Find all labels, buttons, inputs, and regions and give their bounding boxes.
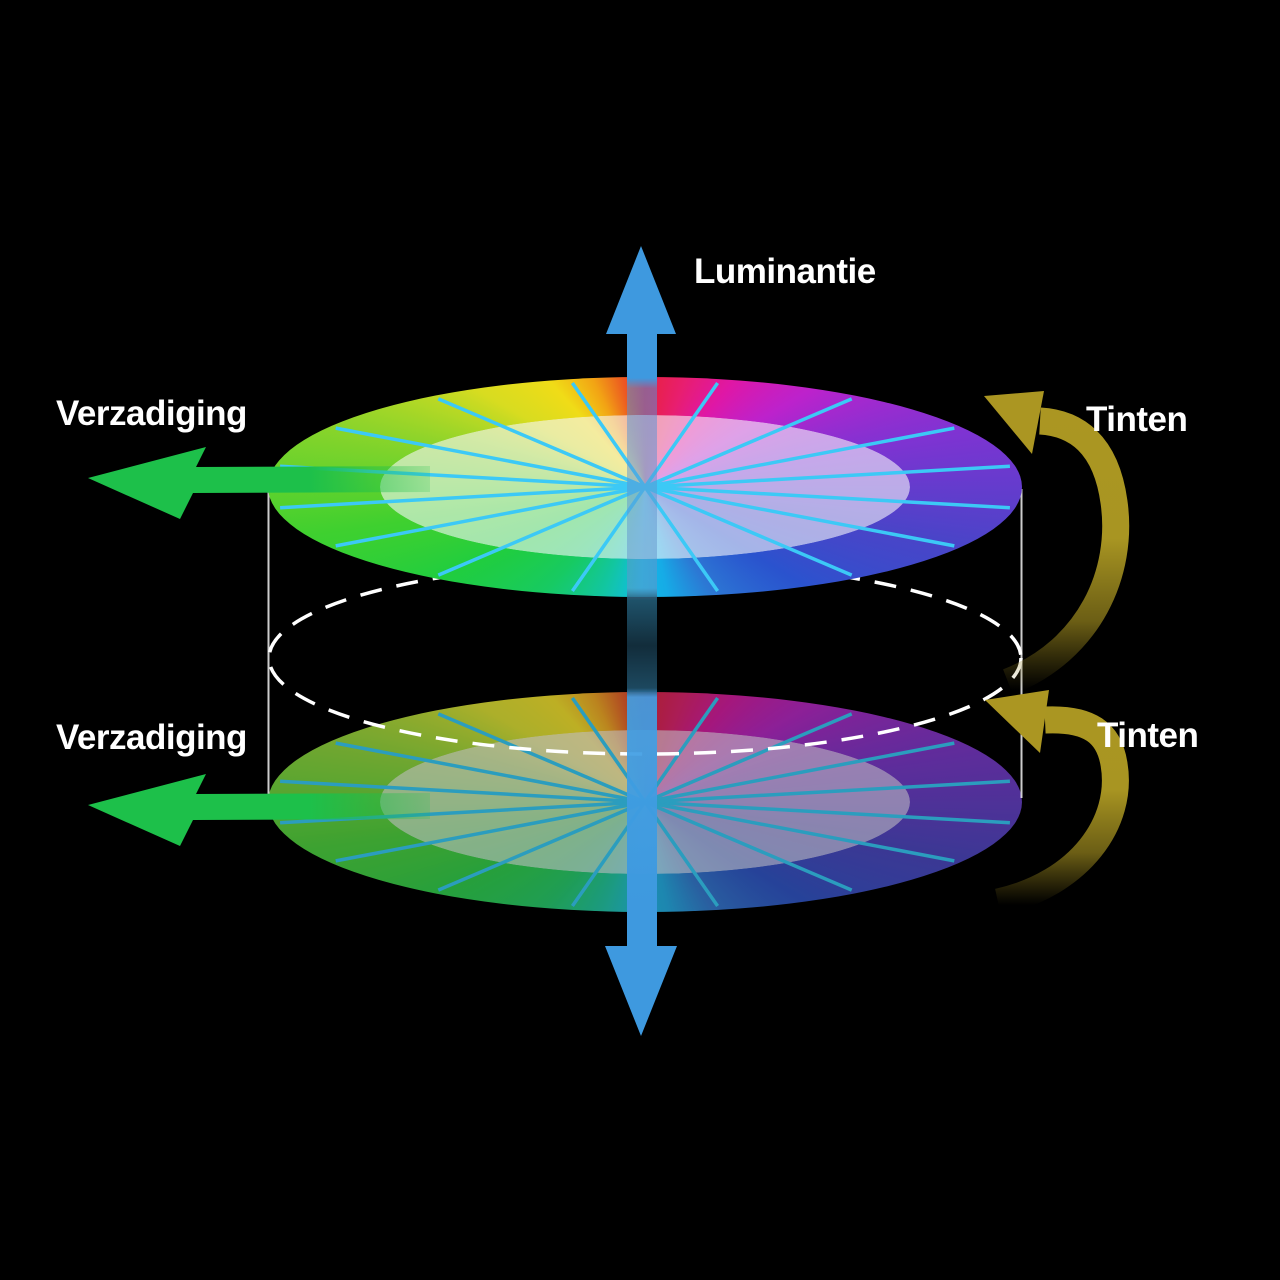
luminance-label: Luminantie — [694, 252, 876, 291]
hue-label-top: Tinten — [1086, 400, 1188, 439]
luminance-axis-arrow — [605, 246, 677, 1036]
bottom-wheel-desaturated-veil — [380, 730, 910, 874]
saturation-label-top: Verzadiging — [56, 394, 247, 433]
hue-label-bottom: Tinten — [1097, 716, 1199, 755]
luminance-arrow-up-icon — [606, 246, 676, 334]
bottom-color-wheel — [268, 692, 1022, 912]
luminance-arrow-down-icon — [605, 946, 677, 1036]
saturation-label-bottom: Verzadiging — [56, 718, 247, 757]
top-wheel-desaturated-veil — [380, 415, 910, 559]
top-color-wheel — [268, 377, 1022, 597]
